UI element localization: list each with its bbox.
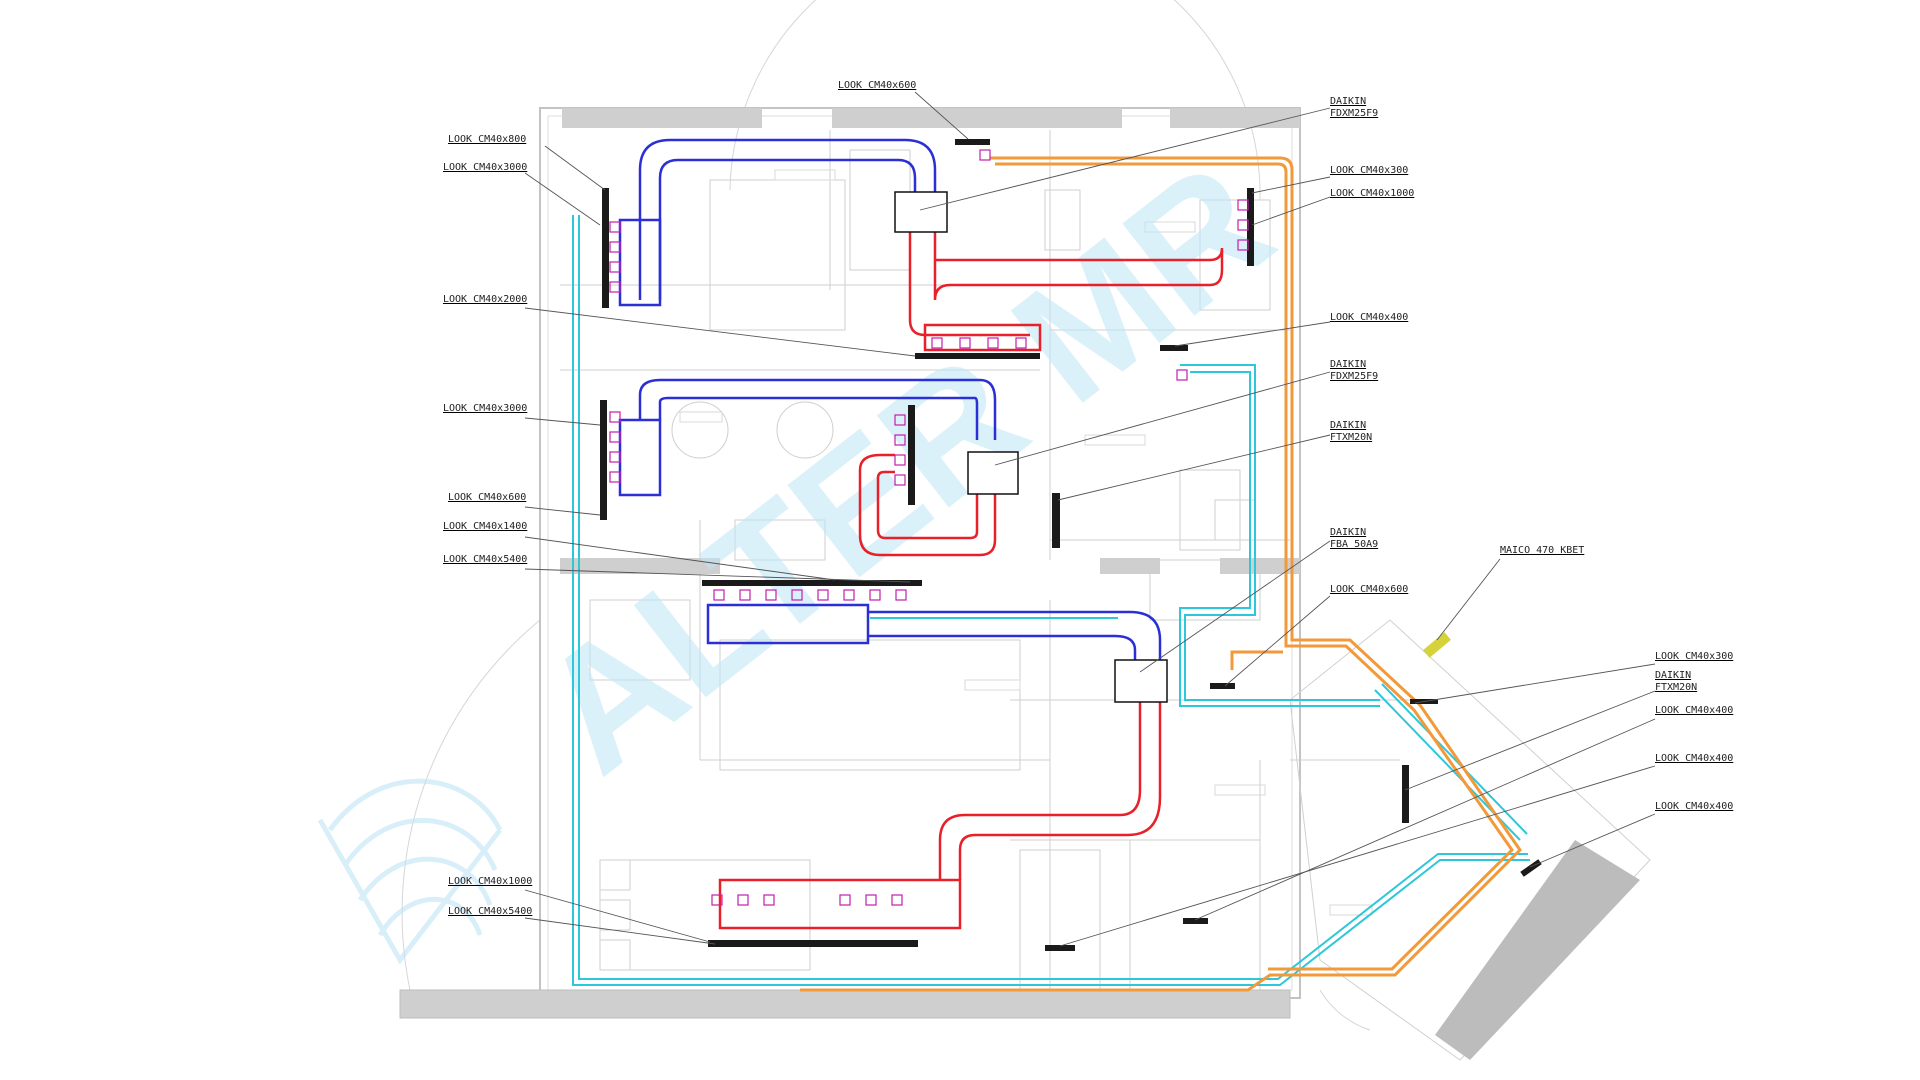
indoor-units — [894, 191, 1168, 703]
callout-daikin-mid-line2: FDXM25F9 — [1330, 371, 1378, 382]
grilles — [600, 139, 1542, 951]
callout-grille-40x300-right: LOOK CM40x300 — [1655, 651, 1733, 662]
callout-grille-40x600-top: LOOK CM40x600 — [838, 80, 916, 91]
linear-grille-icon — [602, 188, 609, 308]
refrigerant-pipe — [800, 156, 1522, 992]
callout-labels: LOOK CM40x600 DAIKIN FDXM25F9 LOOK CM40x… — [443, 80, 1733, 917]
linear-grille-icon — [600, 400, 607, 520]
floor-plan — [399, 0, 1651, 1061]
callout-grille-40x600-right: LOOK CM40x600 — [1330, 584, 1408, 595]
callout-grille-40x5400-mid: LOOK CM40x5400 — [443, 554, 527, 565]
callout-daikin-fba-line1: DAIKIN — [1330, 527, 1366, 538]
room-label-group — [679, 169, 1373, 916]
callout-grille-40x1000-bottom: LOOK CM40x1000 — [448, 876, 532, 887]
callout-grille-40x1000-top: LOOK CM40x1000 — [1330, 188, 1414, 199]
callout-daikin-ftxm-right-line2: FTXM20N — [1655, 682, 1697, 693]
callout-daikin-fba-line2: FBA 50A9 — [1330, 539, 1378, 550]
linear-grille-icon — [1045, 945, 1075, 951]
callout-grille-40x2000: LOOK CM40x2000 — [443, 294, 527, 305]
linear-grille-icon — [1247, 188, 1254, 266]
wave-logo-icon — [317, 778, 503, 965]
linear-grille-icon — [702, 580, 922, 586]
return-duct-upper — [618, 138, 1162, 660]
ac-unit-icon — [1114, 659, 1168, 703]
callout-daikin-ftxm-mid-line2: FTXM20N — [1330, 432, 1372, 443]
linear-grille-icon — [908, 405, 915, 505]
callout-grille-40x400-r3: LOOK CM40x400 — [1655, 801, 1733, 812]
callout-grille-40x300-top: LOOK CM40x300 — [1330, 165, 1408, 176]
linear-grille-icon — [1160, 345, 1188, 351]
linear-grille-icon — [708, 940, 918, 947]
linear-grille-icon — [1402, 765, 1409, 823]
drain-pipe — [572, 215, 1530, 986]
callout-grille-40x800: LOOK CM40x800 — [448, 134, 526, 145]
callout-grille-40x600-left: LOOK CM40x600 — [448, 492, 526, 503]
callout-daikin-top-line1: DAIKIN — [1330, 96, 1366, 107]
callout-leaders — [524, 91, 1656, 947]
callout-daikin-mid-line1: DAIKIN — [1330, 359, 1366, 370]
callout-maico: MAICO 470 KBET — [1500, 545, 1584, 556]
linear-grille-icon — [1210, 683, 1235, 689]
callout-grille-40x3000-mid: LOOK CM40x3000 — [443, 403, 527, 414]
callout-daikin-ftxm-right-line1: DAIKIN — [1655, 670, 1691, 681]
callout-grille-40x5400-bottom: LOOK CM40x5400 — [448, 906, 532, 917]
linear-grille-icon — [955, 139, 990, 145]
supply-duct — [718, 230, 1224, 930]
watermark: ALTER MR — [317, 127, 1305, 965]
callout-grille-40x400-mid: LOOK CM40x400 — [1330, 312, 1408, 323]
callout-daikin-ftxm-mid-line1: DAIKIN — [1330, 420, 1366, 431]
callout-grille-40x3000-top: LOOK CM40x3000 — [443, 162, 527, 173]
ac-unit-icon — [967, 451, 1019, 495]
linear-grille-icon — [1183, 918, 1208, 924]
callout-grille-40x1400: LOOK CM40x1400 — [443, 521, 527, 532]
diffuser-markers — [609, 149, 1249, 906]
callout-grille-40x400-r2: LOOK CM40x400 — [1655, 753, 1733, 764]
linear-grille-icon — [1423, 632, 1451, 658]
linear-grille-icon — [1052, 493, 1060, 548]
linear-grille-icon — [915, 353, 1040, 359]
ac-unit-icon — [894, 191, 948, 233]
callout-daikin-top-line2: FDXM25F9 — [1330, 108, 1378, 119]
callout-grille-40x400-r1: LOOK CM40x400 — [1655, 705, 1733, 716]
linear-grille-icon — [1520, 859, 1542, 877]
